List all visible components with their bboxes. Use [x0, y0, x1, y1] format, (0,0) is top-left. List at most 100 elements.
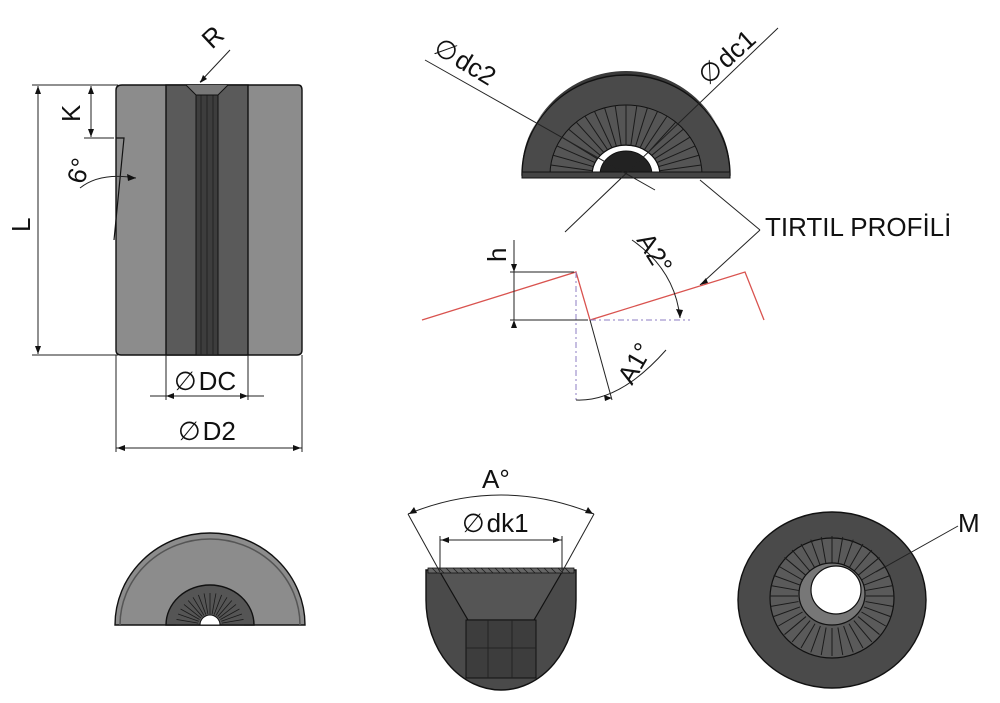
serration-tooth — [837, 536, 844, 565]
serration-tooth — [552, 154, 594, 168]
half-front-view — [114, 532, 306, 626]
serration-tooth — [536, 567, 543, 574]
serration-tooth — [643, 115, 668, 151]
serration-tooth — [800, 623, 816, 649]
bore-chamfer — [185, 84, 229, 96]
full-bore — [810, 565, 862, 615]
countersink-section-view: ∅dk1 A° — [407, 464, 595, 691]
serration-tooth — [659, 164, 702, 172]
serration-tooth — [557, 567, 564, 574]
serration-tooth — [218, 604, 237, 619]
serration-tooth — [800, 543, 816, 569]
serration-tooth — [635, 107, 648, 147]
serration-tooth — [848, 543, 864, 569]
serration-tooth — [473, 567, 480, 574]
serration-tooth — [778, 565, 803, 581]
serration-tooth — [550, 567, 557, 574]
serration-tooth — [213, 594, 223, 615]
serration-tooth — [861, 611, 886, 627]
serration-tooth — [630, 105, 638, 146]
profile-title: TIRTIL PROFİLİ — [765, 212, 951, 242]
serration-tooth — [564, 567, 571, 574]
full-serration-teeth — [770, 536, 894, 656]
serration-tooth — [187, 600, 203, 617]
serration-tooth — [857, 616, 880, 635]
serration-tooth — [604, 107, 617, 147]
serration-tooth — [183, 604, 202, 619]
serration-tooth — [529, 567, 536, 574]
serration-tooth — [217, 600, 233, 617]
serration-tooth — [654, 136, 691, 160]
serration-tooth — [221, 619, 244, 624]
serration-tooth — [784, 557, 807, 576]
serration-tooth — [445, 567, 452, 574]
serration-tooth — [857, 557, 880, 576]
serration-tooth — [810, 625, 821, 653]
h-label: h — [482, 248, 512, 262]
serration-tooth — [658, 154, 700, 168]
serration-tooth — [651, 128, 684, 156]
serration-tooth — [863, 606, 891, 617]
serration-tooth — [215, 597, 228, 616]
serration-tooth — [791, 549, 811, 572]
angle-6-label: 6° — [61, 155, 96, 187]
serration-tooth — [791, 620, 811, 643]
serration-teeth — [550, 105, 702, 176]
serration-tooth — [176, 619, 199, 624]
serration-tooth — [837, 627, 844, 656]
serration-tooth — [452, 567, 459, 574]
serration-tooth — [203, 593, 209, 615]
half-isometric-view: ∅dc2 ∅dc1 TIRTIL PROFİLİ — [424, 24, 951, 286]
serration-tooth — [853, 620, 873, 643]
serration-tooth — [177, 613, 199, 622]
serration-tooth — [584, 115, 609, 151]
serration-tooth — [211, 593, 217, 615]
serration-tooth — [550, 164, 593, 172]
a2-label: A2° — [631, 227, 679, 279]
serration-tooth — [515, 567, 522, 574]
serration-tooth — [853, 549, 873, 572]
serration-tooth — [494, 567, 501, 574]
serration-tooth — [770, 601, 799, 607]
serration-tooth — [773, 575, 801, 586]
half-bore — [599, 150, 653, 176]
serration-tooth — [180, 608, 200, 620]
serration-tooth — [192, 597, 205, 616]
a-angle-label: A° — [482, 464, 510, 494]
serration-tooth — [784, 616, 807, 635]
d2-label: ∅D2 — [178, 416, 236, 446]
m-label: M — [958, 508, 980, 538]
serration-tooth — [820, 627, 827, 656]
serration-tooth — [865, 601, 894, 607]
front-serration-teeth — [176, 593, 244, 626]
serration-tooth — [501, 567, 508, 574]
step-notch — [113, 137, 125, 241]
serration-tooth — [593, 111, 613, 148]
serration-tooth — [556, 145, 596, 163]
profile-line — [421, 271, 765, 321]
serration-tooth — [221, 613, 243, 622]
full-isometric-view: M — [737, 508, 980, 689]
serration-tooth — [575, 121, 605, 153]
serration-tooth — [656, 145, 696, 163]
serration-tooth — [220, 608, 240, 620]
serration-tooth — [848, 623, 864, 649]
serration-tooth — [810, 539, 821, 567]
serration-tooth — [843, 539, 854, 567]
serration-tooth — [197, 594, 207, 615]
serration-tooth — [773, 606, 801, 617]
serration-tooth — [459, 567, 466, 574]
serration-tooth — [431, 567, 438, 574]
serration-tooth — [639, 111, 659, 148]
serration-tooth — [480, 567, 487, 574]
a1-label: A1° — [611, 337, 658, 389]
serration-tooth — [778, 611, 803, 627]
serration-tooth — [568, 128, 601, 156]
dc-label: ∅DC — [174, 366, 236, 396]
dc1-label: ∅dc1 — [692, 24, 762, 91]
serration-tooth — [770, 585, 799, 591]
dk1-label: ∅dk1 — [462, 508, 529, 538]
serration-tooth — [522, 567, 529, 574]
serration-tooth — [487, 567, 494, 574]
